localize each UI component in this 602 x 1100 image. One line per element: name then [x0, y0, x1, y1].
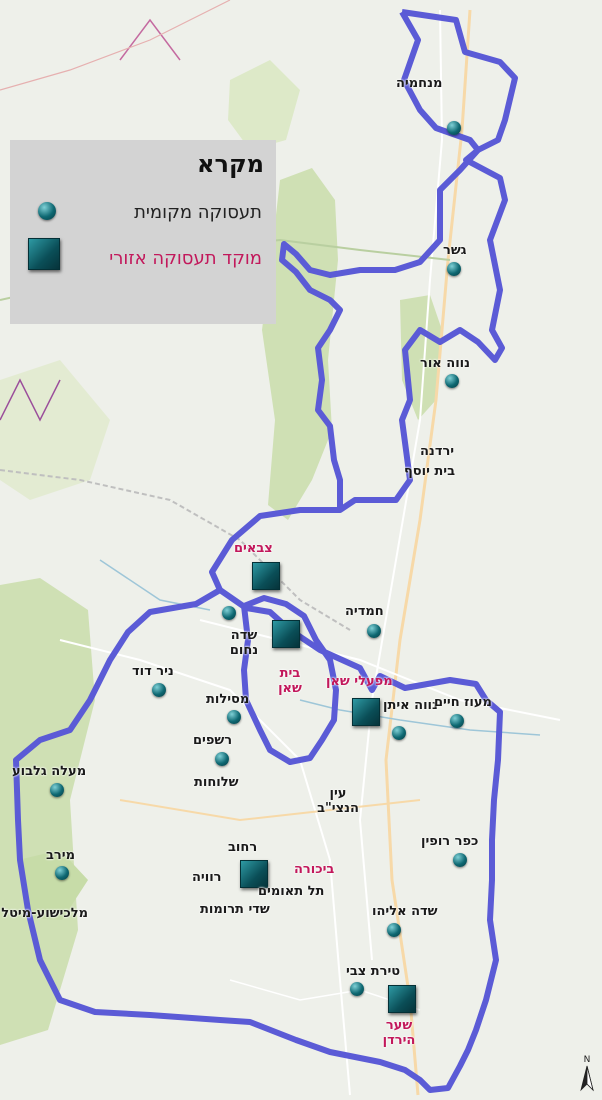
- local-marker-neve-eitan: [392, 726, 406, 740]
- local-marker-neve-ur: [445, 374, 459, 388]
- hub-label-shaar-hayarden: שער הירדן: [382, 1018, 416, 1048]
- regional-marker-tzvaim: [252, 562, 280, 590]
- local-marker-hamadia: [367, 624, 381, 638]
- local-marker-merav: [55, 866, 69, 880]
- regional-council-boundary: [13, 9, 518, 1093]
- local-marker-reshafim: [215, 752, 229, 766]
- map-legend: מקרא תעסוקה מקומית מוקד תעסוקה אזורי: [10, 140, 276, 324]
- place-label-neve-ur: נווה אור: [420, 356, 471, 371]
- place-label-menahemia: מנחמיה: [396, 76, 443, 91]
- place-label-tel-teomim: תל תאומים: [258, 884, 325, 899]
- place-label-kfar-ruppin: כפר רופין: [421, 834, 479, 849]
- local-marker-sde-nahum: [222, 606, 236, 620]
- hub-label-mifalei-shean: מפעלי שאן: [326, 674, 393, 689]
- local-marker-maale-gilboa: [50, 783, 64, 797]
- place-label-ein-hanatziv: עין הנצי"ב: [317, 786, 359, 816]
- place-label-mesilot: מסילות: [206, 692, 250, 707]
- northern-boundary-arm: [279, 10, 481, 510]
- place-label-malkishua-meitel: מלכישוע-מיטל: [1, 906, 88, 921]
- local-marker-nir-david: [152, 683, 166, 697]
- regional-marker-shaar-hayarden: [388, 985, 416, 1013]
- place-label-hamadia: חמדיה: [345, 604, 384, 619]
- place-label-sde-nahum: שדה נחום: [229, 628, 259, 658]
- north-label: N: [584, 1055, 591, 1065]
- local-marker-mesilot: [227, 710, 241, 724]
- local-marker-sde-eliyahu: [387, 923, 401, 937]
- place-label-rehov: רחוב: [228, 840, 258, 855]
- place-label-beit-yosef: בית יוסף: [404, 464, 456, 479]
- hub-label-beit-shean: בית שאן: [278, 666, 302, 696]
- legend-regional-hub-label: מוקד תעסוקה אזורי: [109, 248, 262, 269]
- place-label-maoz-haim: מעוז חיים: [434, 695, 492, 710]
- north-arrow-icon: N: [580, 1055, 594, 1092]
- legend-square-icon: [28, 238, 60, 270]
- place-label-merav: מירב: [46, 848, 75, 863]
- local-marker-kfar-ruppin: [453, 853, 467, 867]
- regional-marker-beit-shean: [272, 620, 300, 648]
- regional-marker-bikura: [240, 860, 268, 888]
- beit-shean-enclave-boundary: [241, 595, 339, 765]
- local-marker-maoz-haim: [450, 714, 464, 728]
- hub-label-tzvaim: צבאים: [234, 541, 273, 556]
- local-marker-tirat-zvi: [350, 982, 364, 996]
- legend-circle-icon: [38, 202, 56, 220]
- local-marker-menahemia: [447, 121, 461, 135]
- place-label-gesher: גשר: [443, 243, 467, 258]
- place-label-nir-david: ניר דוד: [132, 664, 174, 679]
- hub-label-bikura: ביכורה: [294, 862, 335, 877]
- place-label-neve-eitan: נווה איתן: [383, 698, 438, 713]
- place-label-tirat-zvi: טירת צבי: [346, 964, 401, 979]
- place-label-sde-eliyahu: שדה אליהו: [372, 904, 438, 919]
- place-label-sdei-trumot: שדי תרומות: [200, 902, 270, 917]
- place-label-revaya: רוויה: [192, 870, 222, 885]
- local-marker-gesher: [447, 262, 461, 276]
- place-label-shluhot: שלוחות: [194, 775, 239, 790]
- place-label-yardena: ירדנה: [420, 444, 455, 459]
- legend-title: מקרא: [197, 150, 264, 178]
- place-label-maale-gilboa: מעלה גלבוע: [12, 764, 87, 779]
- regional-marker-mifalei-shean: [352, 698, 380, 726]
- legend-local-employment-label: תעסוקה מקומית: [134, 202, 262, 223]
- place-label-reshafim: רשפים: [193, 733, 233, 748]
